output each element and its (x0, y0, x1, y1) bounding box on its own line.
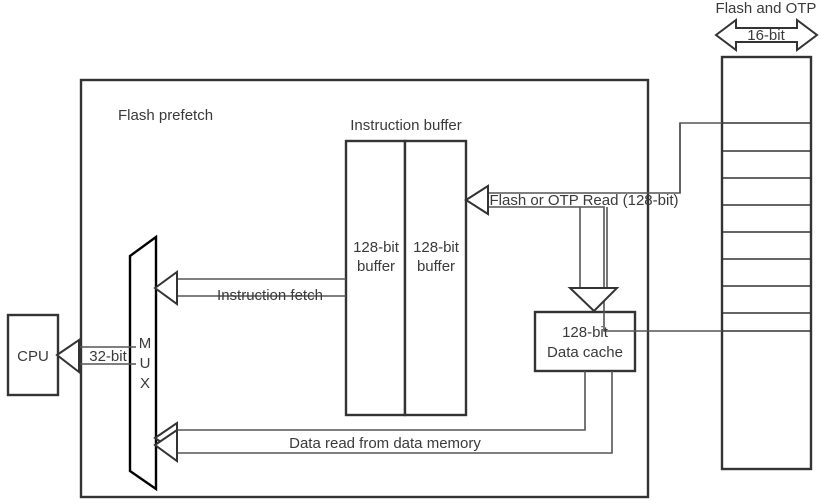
data-cache-feed-path (579, 207, 608, 290)
label-flash-or-otp-read: Flash or OTP Read (128-bit) (490, 192, 679, 209)
flash-otp-memory-block (720, 55, 813, 471)
data-read-path (176, 371, 613, 454)
bus-16bit-arrow (714, 18, 819, 52)
flash-otp-row-dividers (722, 122, 811, 332)
instruction-buffer-cell-a (344, 139, 407, 417)
label-flash-prefetch: Flash prefetch (118, 107, 213, 124)
mux-shape (128, 234, 158, 492)
label-cpu: CPU (17, 348, 49, 365)
label-buffer-a-name: buffer (357, 258, 395, 275)
label-buffer-b-name: buffer (417, 258, 455, 275)
instruction-buffer-cell-b (403, 139, 468, 417)
data-cache-box (533, 310, 637, 373)
label-data-read: Data read from data memory (289, 435, 481, 452)
label-flash-and-otp: Flash and OTP (716, 0, 817, 17)
label-data-cache-name: Data cache (547, 344, 623, 361)
label-buffer-a-bits: 128-bit (353, 239, 400, 256)
label-mux-m: M (139, 335, 152, 352)
label-instruction-buffer: Instruction buffer (350, 117, 461, 134)
label-mux-x: X (140, 375, 150, 392)
label-buffer-b-bits: 128-bit (413, 239, 460, 256)
label-bus-32bit: 32-bit (89, 348, 127, 365)
instruction-fetch-arrowhead (153, 270, 178, 306)
data-read-arrowhead-lower (153, 428, 178, 463)
flash-otp-read-arrowhead (464, 184, 489, 216)
label-bus-16bit: 16-bit (747, 27, 785, 44)
label-data-cache-bits: 128-bit (562, 324, 609, 341)
label-instruction-fetch: Instruction fetch (217, 287, 323, 304)
data-cache-feed-arrowhead (567, 287, 620, 313)
label-mux-u: U (140, 355, 151, 372)
bus-32bit-path (78, 346, 136, 365)
bus-32bit-arrowhead (55, 338, 80, 375)
instruction-fetch-path (176, 278, 346, 297)
